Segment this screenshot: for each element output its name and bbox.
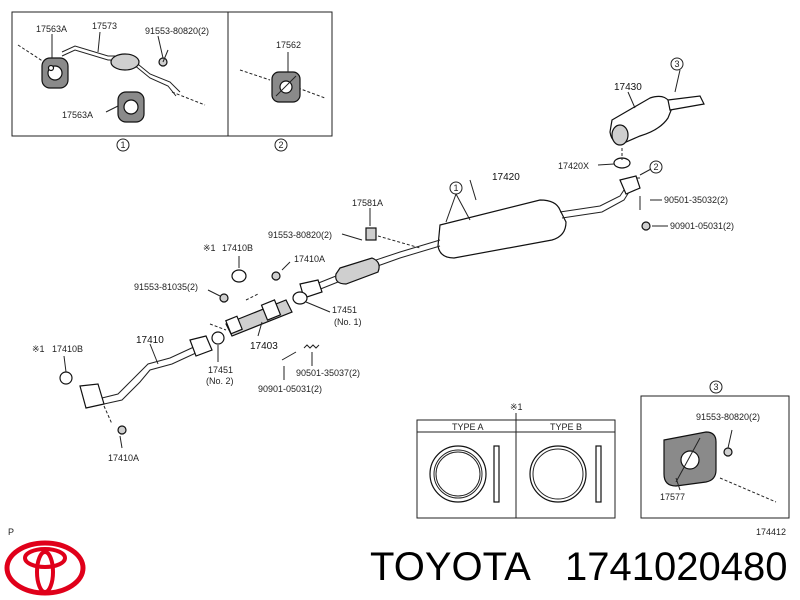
callout-circle-3-box (709, 380, 723, 394)
hanger-17577 (663, 431, 717, 487)
gasket-type-b-ring (529, 445, 587, 503)
label-p-mark: P (8, 527, 14, 537)
toyota-logo-icon (4, 540, 86, 596)
label-91553-80820-c: 91553-80820(2) (696, 412, 760, 422)
label-asterisk-1-c: ※1 (510, 402, 523, 412)
label-type-b: TYPE B (550, 422, 582, 432)
label-17563A-bottom: 17563A (62, 110, 93, 120)
nut-17410A-bottom: 17410A (108, 425, 139, 463)
label-17410B-top: 17410B (222, 243, 253, 253)
bolt-90501-35032: 90501-35032(2) (639, 195, 728, 210)
label-17430: 17430 (614, 82, 642, 93)
label-type-a: TYPE A (452, 422, 484, 432)
label-ref-code: 174412 (756, 527, 786, 537)
detail-box-1: 17563A 17573 91553-80820(2) 17563A 1 (11, 11, 229, 152)
label-17577: 17577 (660, 492, 685, 502)
label-90501-35032: 90501-35032(2) (664, 195, 728, 205)
label-17573: 17573 (92, 21, 117, 31)
gasket-type-box: ※1 TYPE A TYPE B (416, 402, 616, 519)
label-91553-80820-a: 91553-80820(2) (145, 26, 209, 36)
callout-3-box: 3 (714, 382, 719, 392)
detail-box-3: 3 91553-80820(2) 17577 (640, 380, 790, 519)
gasket-17410B-left: ※1 17410B (32, 344, 83, 385)
bolt-90901-05031-a: 90901-05031(2) (641, 221, 734, 231)
label-17420X: 17420X (558, 161, 589, 171)
bolt-90901-05031-b: 90901-05031(2) (258, 351, 322, 394)
callout-2-main: 2 (654, 162, 659, 172)
label-90901-05031-a: 90901-05031(2) (670, 221, 734, 231)
label-17451-no2: 17451 (208, 365, 233, 375)
callout-circle-1-box (116, 138, 130, 152)
hanger-17563A-top (41, 57, 69, 89)
callout-circle-2-box (274, 138, 288, 152)
label-17410B-left: 17410B (52, 344, 83, 354)
hanger-17562 (271, 71, 301, 103)
label-17563A-top: 17563A (36, 24, 67, 34)
bolt-91553-81035: 91553-81035(2) (134, 282, 229, 303)
label-17410: 17410 (136, 335, 164, 346)
label-91553-80820-b: 91553-80820(2) (268, 230, 332, 240)
label-17451-no1-sub: (No. 1) (334, 317, 362, 327)
gasket-17451-no1: 17451 (No. 1) (292, 291, 362, 327)
gasket-type-a-ring (429, 445, 487, 503)
callout-1-box: 1 (121, 140, 126, 150)
label-asterisk-1-b: ※1 (32, 344, 45, 354)
part-number: 1741020480 (565, 545, 788, 589)
brand-name: TOYOTA (370, 545, 531, 589)
bolt-91553-80820-c (723, 447, 733, 457)
label-17451-no2-sub: (No. 2) (206, 376, 234, 386)
gasket-17451-no2: 17451 (No. 2) (206, 331, 234, 386)
callout-1-main: 1 (454, 183, 459, 193)
label-91553-81035: 91553-81035(2) (134, 282, 198, 292)
label-17451-no1: 17451 (332, 305, 357, 315)
label-17420: 17420 (492, 172, 520, 183)
callout-circle-2-main (649, 160, 663, 174)
pipe-17403: 17403 (225, 299, 293, 352)
bolt-91553-80820-top (158, 49, 169, 67)
bracket-17581A: 17581A 91553-80820(2) (268, 198, 421, 249)
label-17562: 17562 (276, 40, 301, 50)
callout-circle-3-main (670, 57, 684, 71)
callout-3-main: 3 (675, 59, 680, 69)
hanger-17563A-bottom (117, 91, 145, 123)
label-17403: 17403 (250, 341, 278, 352)
front-pipe-assembly (299, 239, 441, 299)
label-asterisk-1: ※1 (203, 243, 216, 253)
label-17581A: 17581A (352, 198, 383, 208)
spring-90501-35037: 90501-35037(2) (296, 344, 360, 378)
gasket-17410B-top: ※1 17410B (203, 243, 253, 283)
detail-box-2: 17562 2 (227, 11, 333, 152)
tail-muffler-17430: 3 17430 (609, 57, 705, 146)
label-17410A-mid: 17410A (294, 254, 325, 264)
label-90901-05031-b: 90901-05031(2) (258, 384, 322, 394)
callout-2-box: 2 (279, 140, 284, 150)
label-17410A-bottom: 17410A (108, 453, 139, 463)
gasket-17410A-mid: 17410A (271, 254, 325, 281)
front-pipe-17410: 17410 (79, 335, 213, 409)
gasket-17420X: 17420X (558, 148, 631, 171)
label-90501-35037: 90501-35037(2) (296, 368, 360, 378)
center-muffler-17420: 2 17420 1 (437, 160, 663, 259)
